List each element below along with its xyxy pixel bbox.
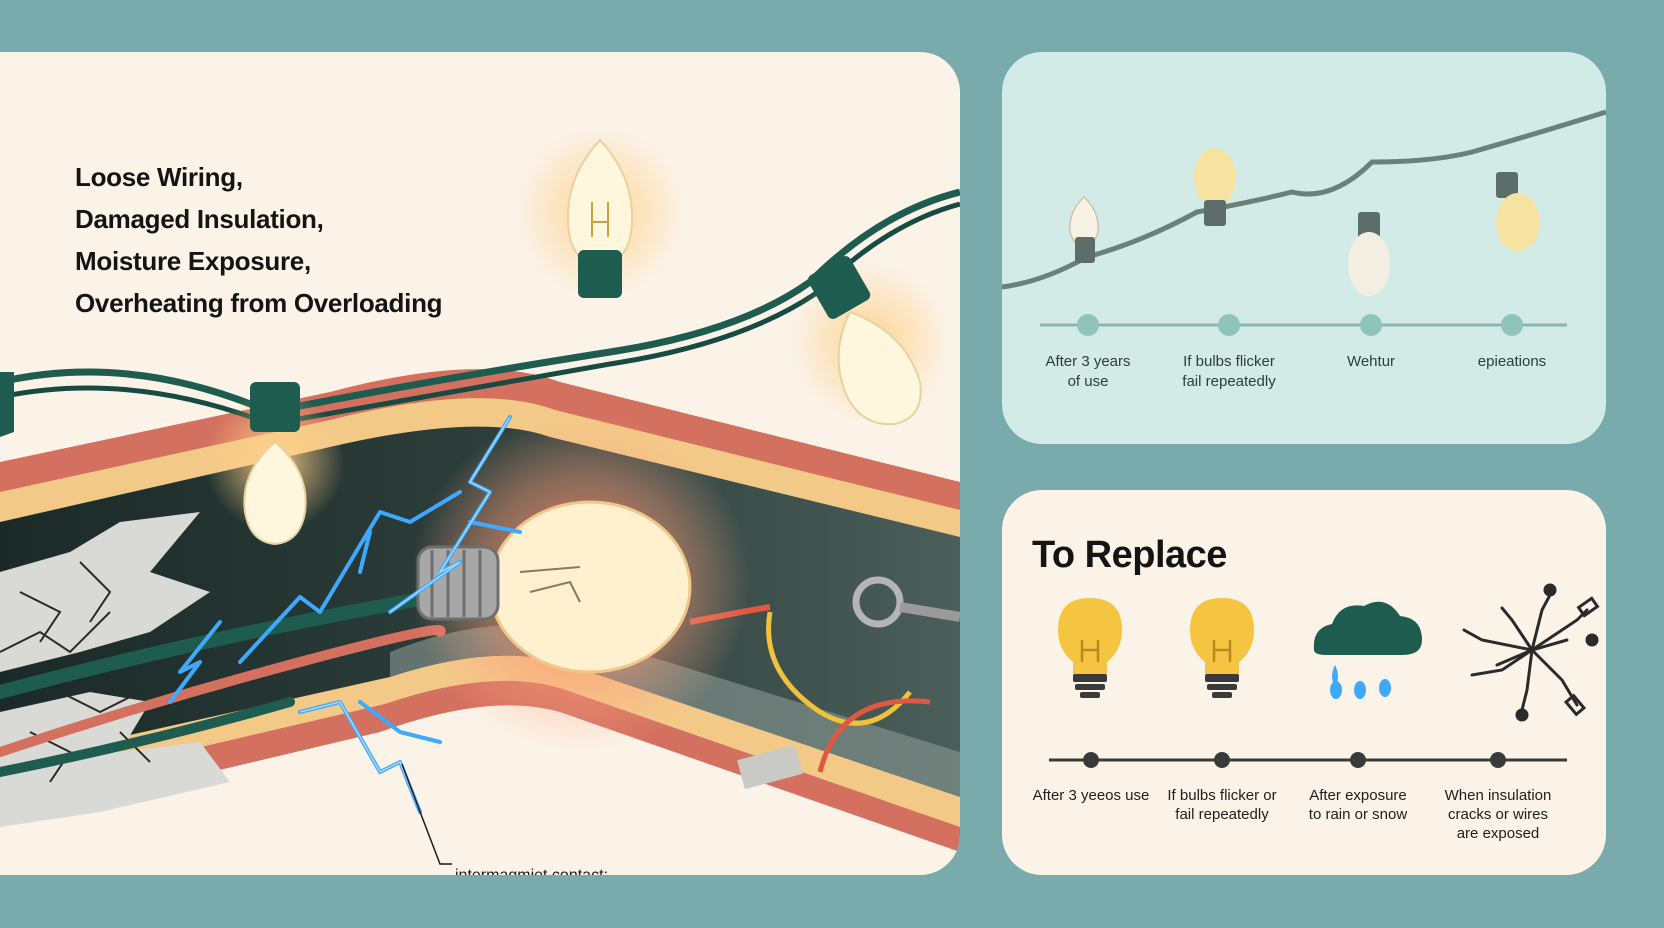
cause-loose-wiring: Loose Wiring, <box>75 162 243 192</box>
timeline-marker <box>1350 752 1366 768</box>
cable-illustration <box>0 127 960 865</box>
lightbulb-icon <box>1190 598 1254 698</box>
timeline-marker <box>1490 752 1506 768</box>
string-bulb <box>1069 195 1099 263</box>
lightbulb-icon <box>1058 598 1122 698</box>
string-bulb <box>205 382 345 546</box>
replacement-icons <box>1049 583 1600 768</box>
string-bulb <box>515 127 685 298</box>
cracked-insulation <box>0 512 210 672</box>
timeline-label: Wehtur <box>1346 353 1396 370</box>
timeline-marker <box>1214 752 1230 768</box>
rain-cloud-icon <box>1313 601 1422 699</box>
frayed-wire-icon <box>1462 583 1600 722</box>
string-bulb <box>790 256 950 426</box>
timeline-marker <box>1501 314 1523 336</box>
string-bulb <box>1194 148 1236 226</box>
overheating-bulb <box>488 500 692 674</box>
cause-overheating: Overheating from Overloading <box>75 288 443 318</box>
cause-damaged-insulation: Damaged Insulation, <box>75 204 324 234</box>
timeline-marker <box>1218 314 1240 336</box>
timeline-marker <box>1360 314 1382 336</box>
timeline-marker <box>1083 752 1099 768</box>
replace-label: After 3 yeeos use <box>1032 787 1150 804</box>
string-bulb <box>1496 172 1540 251</box>
string-bulb <box>1348 212 1390 296</box>
string-light-cable <box>0 188 960 416</box>
replacement-panel: To Replace <box>1002 490 1606 875</box>
timeline-marker <box>1077 314 1099 336</box>
cause-moisture-exposure: Moisture Exposure, <box>75 246 311 276</box>
callout-label: intermagmiet contact: <box>455 867 608 875</box>
replace-title: To Replace <box>1032 534 1227 576</box>
damage-causes-list: Loose Wiring, Damaged Insulation, Moistu… <box>75 156 443 324</box>
timeline-label: epieations <box>1477 353 1547 370</box>
string-lights-illustration <box>1002 109 1606 336</box>
cable-damage-panel: Loose Wiring, Damaged Insulation, Moistu… <box>0 52 960 875</box>
